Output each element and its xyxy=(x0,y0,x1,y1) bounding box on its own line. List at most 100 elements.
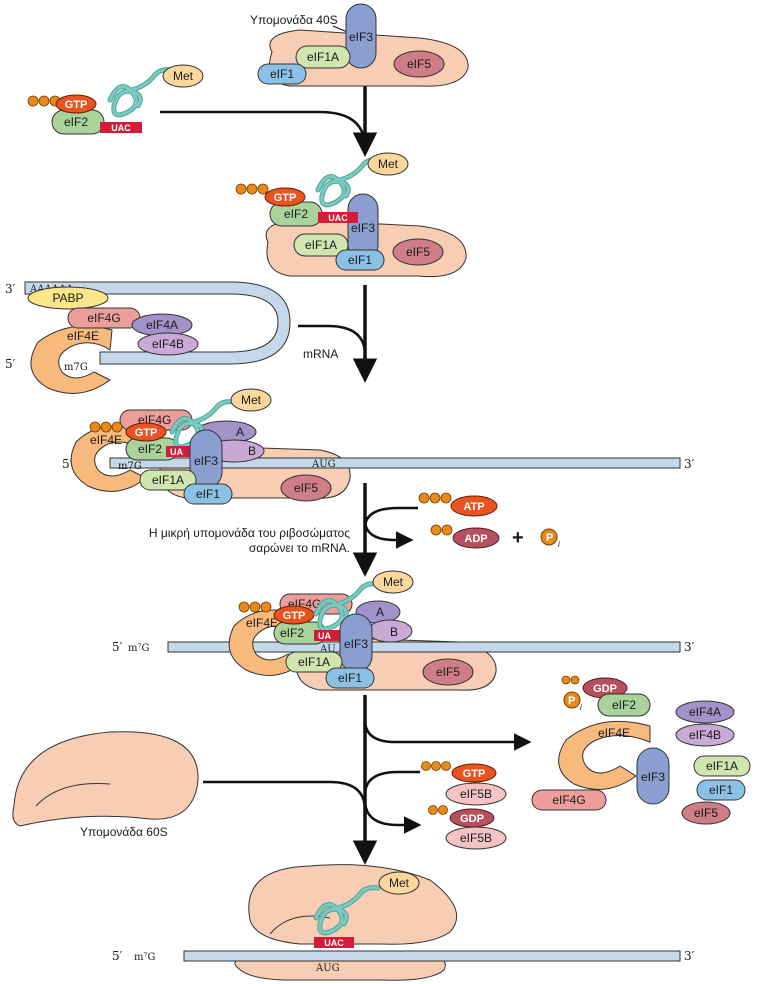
svg-text:m⁷G: m⁷G xyxy=(128,643,149,654)
atp-hydrolysis: ATP ADP + P i xyxy=(418,492,560,549)
uac-box xyxy=(100,122,142,133)
pi-subscript: i xyxy=(558,540,560,549)
mrna-5prime-label: 5′ xyxy=(5,357,16,371)
svg-text:eIF5: eIF5 xyxy=(436,665,460,679)
mrna-cap-complex: AAAAAA 3′ 5′ mRNA eIF4E m7G PABP eIF4G e… xyxy=(5,281,338,394)
svg-text:m7G: m7G xyxy=(118,461,142,472)
atp-shape xyxy=(450,495,498,517)
gtp-label: GTP xyxy=(65,99,88,111)
svg-text:UA: UA xyxy=(170,447,183,457)
atp-label: ATP xyxy=(463,501,484,513)
svg-text:eIF4G: eIF4G xyxy=(87,311,120,325)
uac-label: UAC xyxy=(111,123,131,133)
scanning-caption: Η μικρή υπομονάδα του ριβοσώματος σαρώνε… xyxy=(149,526,350,555)
eif4e-released xyxy=(558,720,651,790)
stage2-43s-complex: eIF5 eIF3 eIF1A eIF1 Met eIF2 GTP UAC xyxy=(235,152,467,278)
svg-text:Met: Met xyxy=(378,157,399,171)
svg-text:eIF3: eIF3 xyxy=(344,637,368,651)
svg-text:5′: 5′ xyxy=(62,457,73,471)
svg-text:eIF1A: eIF1A xyxy=(706,759,738,773)
scanning-caption-line2: σαρώνει το mRNA. xyxy=(249,541,350,555)
svg-text:eIF5: eIF5 xyxy=(294,481,318,495)
mrna-label: mRNA xyxy=(303,347,338,361)
svg-text:3′: 3′ xyxy=(684,949,695,963)
eif1a-shape xyxy=(295,45,351,69)
svg-text:PABP: PABP xyxy=(52,291,83,305)
subunit-40s-label: Υπομονάδα 40S xyxy=(250,13,338,27)
svg-text:eIF3: eIF3 xyxy=(351,221,375,235)
eif5b-gdp: GDP eIF5B xyxy=(428,805,507,850)
svg-text:eIF1: eIF1 xyxy=(348,253,372,267)
svg-text:eIF4E: eIF4E xyxy=(90,433,122,447)
svg-text:eIF1A: eIF1A xyxy=(298,655,330,669)
mrna-strand-final xyxy=(183,950,681,962)
subunit-60s: Υπομονάδα 60S xyxy=(12,731,199,839)
svg-text:eIF1A: eIF1A xyxy=(305,238,337,252)
svg-text:eIF4E: eIF4E xyxy=(246,616,278,630)
svg-text:GTP: GTP xyxy=(135,427,158,439)
svg-text:Met: Met xyxy=(389,876,410,890)
svg-text:eIF2: eIF2 xyxy=(612,698,636,712)
stage3-48s-complex: eIF5 AUG 5′ 3′ eIF4E m7G eIF4G A B eIF2 … xyxy=(62,388,695,505)
svg-text:AUG: AUG xyxy=(311,459,336,470)
svg-text:eIF4G: eIF4G xyxy=(552,793,585,807)
svg-text:GTP: GTP xyxy=(463,768,486,780)
mrna-strand-3 xyxy=(109,457,681,469)
ribosome-80s xyxy=(248,864,458,945)
svg-text:eIF2: eIF2 xyxy=(280,626,304,640)
flow-arrow-4-gtp xyxy=(363,770,420,796)
svg-text:UAC: UAC xyxy=(324,938,344,948)
svg-text:eIF1: eIF1 xyxy=(338,671,362,685)
gtp-shape xyxy=(55,94,97,114)
svg-text:eIF5B: eIF5B xyxy=(460,787,492,801)
met-shape xyxy=(162,64,204,88)
cap-label: m7G xyxy=(64,362,88,373)
stage1-40s-complex: Υπομονάδα 40S eIF5 eIF3 eIF1A eIF1 xyxy=(250,3,469,87)
svg-text:eIF1: eIF1 xyxy=(709,783,733,797)
flow-arrow-3-adp xyxy=(363,519,414,549)
svg-text:eIF4E: eIF4E xyxy=(598,726,630,740)
scanning-caption-line1: Η μικρή υπομονάδα του ριβοσώματος xyxy=(149,526,350,540)
svg-text:GDP: GDP xyxy=(593,683,617,695)
flow-arrow-2-join xyxy=(298,324,367,356)
eif1a-label: eIF1A xyxy=(307,50,339,64)
adp-label: ADP xyxy=(464,533,487,545)
pi-label: P xyxy=(546,532,553,544)
adp-shape xyxy=(452,527,500,549)
svg-text:B: B xyxy=(390,625,398,639)
eif5-shape xyxy=(393,50,445,78)
eif3-label: eIF3 xyxy=(349,30,373,44)
eif3-shape xyxy=(345,3,377,69)
subunit-60s-label: Υπομονάδα 60S xyxy=(80,825,168,839)
eif5-label: eIF5 xyxy=(407,57,431,71)
svg-text:AUG: AUG xyxy=(315,963,340,974)
svg-text:GTP: GTP xyxy=(283,610,306,622)
eif1-shape xyxy=(257,63,307,85)
ternary-complex: Met eIF2 GTP UAC xyxy=(27,64,204,135)
svg-text:eIF3: eIF3 xyxy=(641,770,665,784)
flow-arrow-3-atp xyxy=(363,506,418,529)
eif2-label: eIF2 xyxy=(64,115,88,129)
flow-arrow-4-60s-join xyxy=(203,780,367,811)
stage4-aug-complex: eIF5 5′ m⁷G 3′ AU eIF4E eIF4G A B eIF2 G… xyxy=(112,570,695,691)
flow-arrows xyxy=(160,82,532,865)
svg-text:i: i xyxy=(580,703,582,712)
flow-arrow-1-join xyxy=(160,110,367,149)
svg-text:eIF5: eIF5 xyxy=(406,245,430,259)
svg-text:3′: 3′ xyxy=(684,640,695,654)
svg-text:5′: 5′ xyxy=(112,949,123,963)
ribosome-60s xyxy=(12,731,199,827)
eif5b-gtp: GTP eIF5B xyxy=(421,761,507,806)
eif4e-shape-1 xyxy=(30,325,113,394)
svg-text:P: P xyxy=(568,695,575,707)
svg-text:eIF1: eIF1 xyxy=(196,487,220,501)
phosphate-shape xyxy=(540,528,558,546)
svg-text:5′: 5′ xyxy=(112,640,123,654)
released-factors: GDP P i eIF2 eIF4A eIF4B eIF4E eIF3 eIF1… xyxy=(531,675,751,825)
svg-text:eIF3: eIF3 xyxy=(194,454,218,468)
svg-text:A: A xyxy=(236,425,244,439)
svg-text:eIF5: eIF5 xyxy=(694,806,718,820)
eif1-label: eIF1 xyxy=(270,67,294,81)
plus-sign: + xyxy=(512,527,524,549)
